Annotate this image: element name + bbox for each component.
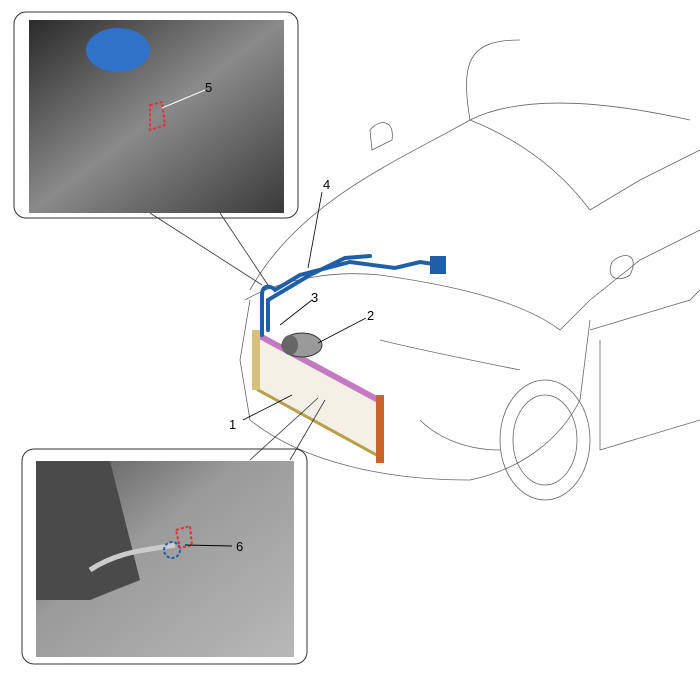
callout-6: 6 <box>236 539 243 554</box>
inset-engine-bay <box>13 11 299 286</box>
marker-5 <box>149 100 167 132</box>
marker-6-circle <box>163 541 181 559</box>
callout-3: 3 <box>311 290 318 305</box>
leader-lines <box>242 191 367 421</box>
vehicle-outline <box>239 39 700 501</box>
callout-4: 4 <box>323 177 330 192</box>
receiver-drier <box>376 395 384 463</box>
washer-cap <box>86 28 150 72</box>
compressor <box>281 332 323 358</box>
callout-5: 5 <box>205 80 212 95</box>
inset-condenser-connection <box>21 397 326 665</box>
condenser <box>252 330 384 463</box>
refrigerant-pipes <box>260 254 446 337</box>
callout-1: 1 <box>229 417 236 432</box>
callout-2: 2 <box>367 308 374 323</box>
